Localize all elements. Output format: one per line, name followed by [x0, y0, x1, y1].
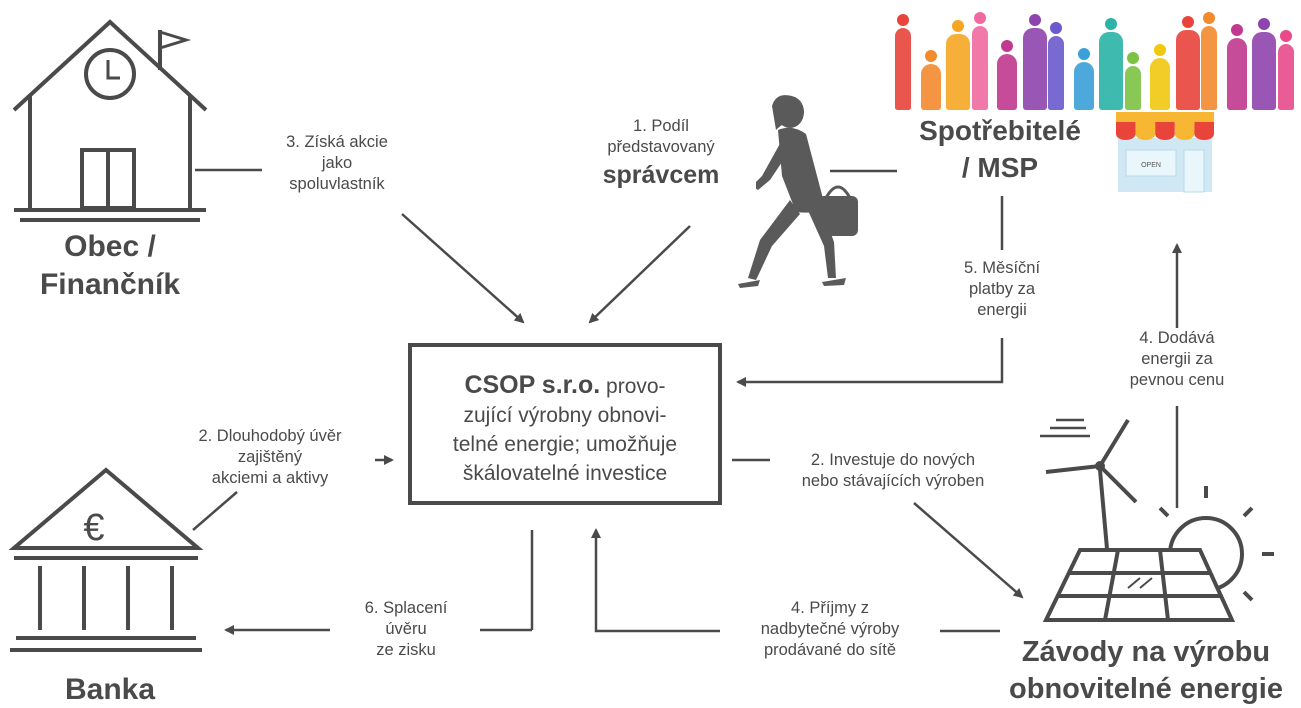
crowd-person — [1150, 58, 1170, 110]
crowd-person-head — [1231, 24, 1243, 36]
label-e6: 6. Splacení úvěru ze zisku — [336, 598, 476, 661]
crowd-person-head — [1078, 48, 1090, 60]
csop-desc-4: škálovatelné investice — [462, 462, 668, 485]
node-obec: Obec / Finančník — [39, 230, 181, 301]
label-e1-line2: představovaný — [607, 138, 715, 156]
crowd-person — [1252, 32, 1276, 110]
crowd-person-head — [1127, 52, 1139, 64]
edge-invest-arrow — [913, 502, 1024, 599]
edge-bank-to-label — [192, 491, 238, 531]
csop-box: CSOP s.r.o. provo- zující výrobny obnovi… — [408, 343, 722, 505]
edge-obec-arrow — [401, 213, 525, 324]
crowd-person-head — [974, 12, 986, 24]
crowd-person — [1048, 36, 1064, 110]
label-e1-bold: správcem — [602, 161, 720, 189]
edge-payments-arrow — [736, 338, 1004, 387]
csop-desc-1: provo- — [606, 375, 666, 398]
turbine-hub — [1095, 461, 1105, 471]
label-e1: 1. Podíl představovaný správcem — [566, 116, 756, 192]
csop-desc-2: zující výrobny obnovi- — [463, 404, 667, 427]
crowd-person — [1099, 32, 1123, 110]
shop-icon — [1116, 112, 1214, 193]
crowd-person-head — [1154, 44, 1166, 56]
label-e5: 5. Měsíční platby za energii — [940, 258, 1064, 321]
edge-manager-arrow — [588, 225, 691, 324]
crowd-person-head — [897, 14, 909, 26]
label-e4-supply: 4. Dodává energii za pevnou cenu — [1105, 328, 1249, 391]
node-spotrebitele: Spotřebitelé / MSP — [919, 115, 1081, 183]
crowd-person — [1176, 30, 1200, 110]
crowd-person — [1227, 38, 1247, 110]
crowd-person-head — [1203, 12, 1215, 24]
crowd-person — [997, 54, 1017, 110]
crowd-person-head — [1182, 16, 1194, 28]
crowd-person-head — [1001, 40, 1013, 52]
label-e4-income: 4. Příjmy z nadbytečné výroby prodávané … — [724, 598, 936, 661]
crowd-person — [972, 26, 988, 110]
edge-income-arrow — [591, 528, 720, 633]
crowd-person — [946, 34, 970, 110]
crowd-person-head — [1050, 22, 1062, 34]
solar-panel-icon — [1042, 548, 1236, 622]
crowd-person-head — [925, 50, 937, 62]
csop-desc-3: telné energie; umožňuje — [452, 433, 678, 456]
crowd-person-head — [1280, 30, 1292, 42]
label-e3: 3. Získá akcie jako spoluvlastník — [262, 132, 412, 195]
crowd-person — [1278, 44, 1294, 110]
crowd-person — [1125, 66, 1141, 110]
consumer-crowd-icon — [895, 8, 1300, 110]
shop-open-sign: OPEN — [1141, 162, 1161, 169]
node-zavody: Závody na výrobu obnovitelné energie — [1009, 636, 1283, 705]
crowd-person — [1201, 26, 1217, 110]
crowd-person — [895, 28, 911, 110]
label-e2-invest: 2. Investuje do nových nebo stávajících … — [770, 450, 1016, 492]
crowd-person — [1074, 62, 1094, 110]
crowd-person-head — [1258, 18, 1270, 30]
bank-icon — [8, 467, 204, 652]
crowd-person — [921, 64, 941, 110]
connectors — [192, 168, 1182, 635]
crowd-person-head — [1105, 18, 1117, 30]
csop-box-text: CSOP s.r.o. provo- zující výrobny obnovi… — [412, 371, 718, 488]
town-hall-icon — [12, 19, 208, 222]
euro-icon: € — [83, 507, 104, 549]
node-banka: Banka — [64, 673, 156, 706]
manager-silhouette-icon — [738, 95, 858, 288]
crowd-person-head — [1029, 14, 1041, 26]
csop-title: CSOP s.r.o. — [464, 371, 601, 399]
crowd-person — [1023, 28, 1047, 110]
label-e1-line1: 1. Podíl — [633, 117, 689, 135]
label-e2-loan: 2. Dlouhodobý úvěr zajištěný akciemi a a… — [165, 426, 375, 489]
crowd-person-head — [952, 20, 964, 32]
wind-turbine-icon — [1040, 418, 1138, 561]
